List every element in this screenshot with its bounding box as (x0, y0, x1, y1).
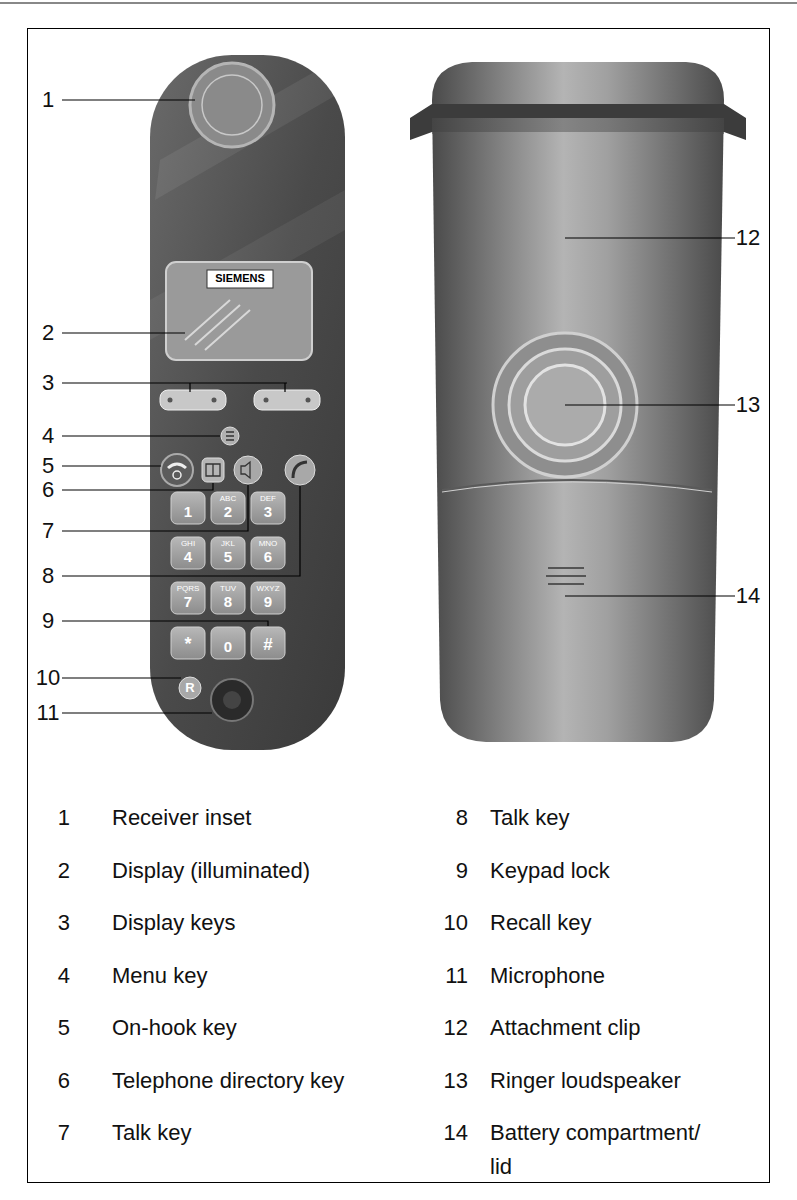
legend-text: Telephone directory key (112, 1064, 344, 1098)
callout-number: 3 (42, 370, 54, 396)
leader-lines (62, 100, 735, 713)
handset-back (410, 62, 746, 742)
legend-number: 8 (456, 805, 468, 831)
legend-text: Menu key (112, 959, 207, 993)
legend-number: 11 (445, 962, 468, 988)
key-digit: 2 (224, 503, 232, 521)
keypad-key (171, 582, 205, 614)
legend-number: 13 (444, 1067, 468, 1093)
keypad-key (211, 627, 245, 659)
legend-text: Recall key (490, 906, 728, 940)
keypad-key (211, 537, 245, 569)
key-letters: TUV (220, 584, 236, 594)
key-digit: 1 (184, 503, 192, 521)
key-digit: 8 (224, 593, 232, 611)
legend-text: Keypad lock (490, 854, 728, 888)
callout-number: 7 (42, 518, 54, 544)
keypad-key (171, 537, 205, 569)
key-letters: PQRS (177, 584, 200, 594)
legend-number: 9 (456, 857, 468, 883)
callout-number: 9 (42, 608, 54, 634)
legend-text: Microphone (490, 959, 728, 993)
keypad-key (251, 627, 285, 659)
callout-number: 6 (42, 477, 54, 503)
key-symbol: # (263, 635, 272, 655)
callout-number: 12 (736, 225, 760, 251)
callout-number: 1 (42, 87, 54, 113)
key-digit: 3 (264, 503, 272, 521)
key-letters: DEF (260, 494, 276, 504)
callout-number: 8 (42, 563, 54, 589)
legend-number: 1 (58, 805, 70, 831)
key-digit: 6 (264, 548, 272, 566)
key-digit: 5 (224, 548, 232, 566)
key-letters: WXYZ (256, 584, 279, 594)
keypad-key (171, 627, 205, 659)
key-letter: R (185, 680, 194, 696)
legend-number: 6 (58, 1067, 70, 1093)
callout-number: 5 (42, 453, 54, 479)
legend-text: Display (illuminated) (112, 854, 310, 888)
callout-number: 14 (736, 583, 760, 609)
callout-number: 10 (36, 665, 60, 691)
key-letters: MNO (259, 539, 278, 549)
keypad-key (251, 492, 285, 524)
legend-text: Display keys (112, 906, 235, 940)
legend-text: Attachment clip (490, 1011, 728, 1045)
keypad-key (211, 492, 245, 524)
callout-number: 11 (37, 700, 60, 726)
keypad-key (211, 582, 245, 614)
callout-number: 13 (736, 392, 760, 418)
legend-text: Talk key (112, 1116, 191, 1150)
keypad-key (251, 537, 285, 569)
legend-number: 4 (58, 962, 70, 988)
legend-text: Receiver inset (112, 801, 251, 835)
key-letters: GHI (181, 539, 195, 549)
key-symbol: * (184, 634, 191, 656)
legend-number: 14 (444, 1120, 468, 1146)
callout-number: 2 (42, 320, 54, 346)
key-letters: JKL (221, 539, 235, 549)
keypad-key (251, 582, 285, 614)
legend-number: 5 (58, 1015, 70, 1041)
legend-text: Talk key (490, 801, 728, 835)
top-rule (0, 2, 797, 4)
legend-text: On-hook key (112, 1011, 237, 1045)
legend-number: 12 (444, 1015, 468, 1041)
legend-number: 3 (58, 910, 70, 936)
handset-front (150, 55, 345, 750)
keypad-key (171, 492, 205, 524)
legend-number: 7 (58, 1120, 70, 1146)
logo-text: SIEMENS (215, 272, 265, 285)
legend-text: Ringer loudspeaker (490, 1064, 728, 1098)
key-digit: 7 (184, 593, 192, 611)
legend-number: 10 (444, 910, 468, 936)
key-digit: 4 (184, 548, 192, 566)
key-digit: 0 (224, 638, 232, 656)
frame (28, 29, 770, 1183)
legend-text: Battery compartment/ lid (490, 1116, 728, 1184)
key-letters: ABC (220, 494, 236, 504)
legend-number: 2 (58, 857, 70, 883)
callout-number: 4 (42, 423, 54, 449)
key-digit: 9 (264, 593, 272, 611)
